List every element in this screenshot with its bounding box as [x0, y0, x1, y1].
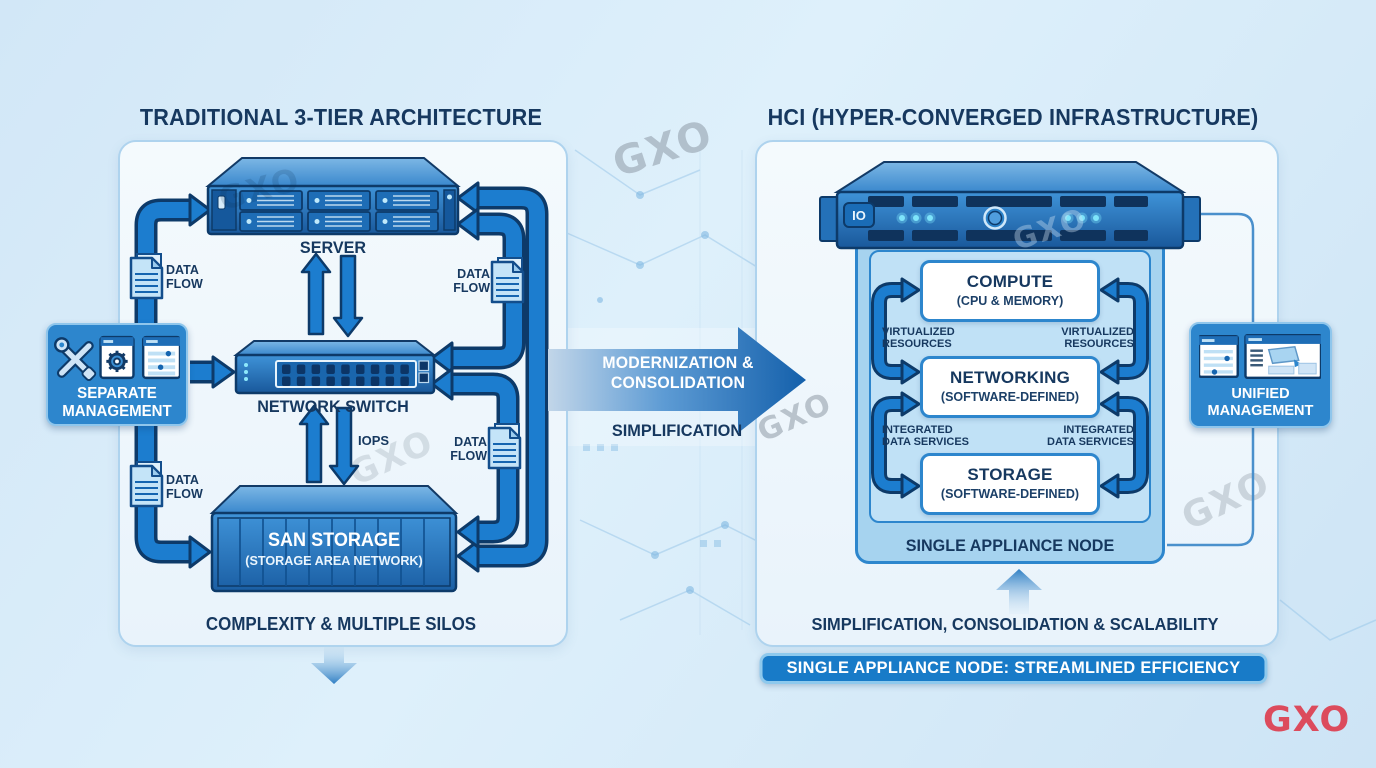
hci-loop-arrows [871, 277, 1149, 499]
right-title: HCI (HYPER-CONVERGED INFRASTRUCTURE) [767, 104, 1259, 130]
unified-management-label: UNIFIED MANAGEMENT [1207, 385, 1314, 419]
storage-title: STORAGE [967, 465, 1053, 484]
networking-title: NETWORKING [949, 368, 1071, 387]
virtualized-resources-label-right: VIRTUALIZED RESOURCES [1061, 326, 1134, 350]
single-appliance-node-label: SINGLE APPLIANCE NODE [905, 536, 1115, 555]
pipe-management-to-server [134, 193, 212, 330]
modernization-arrow [548, 327, 806, 433]
appliance-vents [868, 196, 1148, 241]
efficiency-banner-text: SINGLE APPLIANCE NODE: STREAMLINED EFFIC… [786, 659, 1241, 677]
right-footer: SIMPLIFICATION, CONSOLIDATION & SCALABIL… [811, 614, 1219, 634]
separate-management-label: SEPARATE MANAGEMENT [62, 385, 172, 420]
iops-label: IOPS [358, 433, 390, 448]
pipe-management-to-san [134, 420, 212, 569]
server-illustration [205, 157, 461, 236]
switch-label: NETWORK SWITCH [257, 397, 409, 416]
data-flow-document-icon [487, 422, 522, 470]
integrated-data-services-label-left: INTEGRATED DATA SERVICES [882, 424, 969, 448]
compute-subtitle: (CPU & MEMORY) [956, 294, 1064, 308]
simplification-up-arrow [996, 569, 1042, 614]
hci-appliance-illustration: IO [819, 161, 1201, 250]
storage-box: STORAGE (SOFTWARE-DEFINED) [920, 453, 1100, 515]
compute-box: COMPUTE (CPU & MEMORY) [920, 260, 1100, 322]
settings-window-icon [141, 335, 180, 380]
data-flow-document-icon [490, 256, 525, 304]
san-subtitle: (STORAGE AREA NETWORK) [245, 553, 423, 568]
efficiency-banner: SINGLE APPLIANCE NODE: STREAMLINED EFFIC… [759, 653, 1268, 684]
compute-title: COMPUTE [966, 272, 1054, 291]
appliance-logo-text: IO [852, 208, 866, 223]
networking-subtitle: (SOFTWARE-DEFINED) [940, 390, 1080, 404]
san-storage-illustration [209, 485, 459, 593]
arrow-san-to-switch-up [298, 404, 330, 484]
virtualized-resources-label-left: VIRTUALIZED RESOURCES [882, 326, 955, 350]
pipe-server-to-san-outer [456, 181, 549, 573]
tools-icon [54, 337, 97, 381]
separate-management-icons [54, 335, 180, 381]
arrow-management-to-switch [190, 355, 236, 389]
server-drive-bays [239, 190, 439, 232]
san-title: SAN STORAGE [267, 530, 401, 551]
left-footer: COMPLEXITY & MULTIPLE SILOS [205, 614, 477, 634]
server-label: SERVER [299, 238, 367, 257]
data-flow-label: DATA FLOW [166, 263, 203, 291]
data-flow-document-icon [129, 460, 164, 508]
complexity-down-arrow [311, 645, 357, 684]
left-title: TRADITIONAL 3-TIER ARCHITECTURE [139, 104, 543, 130]
data-flow-document-icon [129, 252, 164, 300]
unified-management-icons [1199, 334, 1321, 379]
gxo-logo: GXO [1263, 700, 1351, 740]
dashboard-window-icon [1244, 334, 1321, 379]
storage-subtitle: (SOFTWARE-DEFINED) [940, 487, 1080, 501]
data-flow-label: DATA FLOW [166, 473, 203, 501]
switch-ports [282, 364, 409, 386]
simplification-label: SIMPLIFICATION [611, 421, 743, 440]
arrow-server-to-switch-down [332, 254, 364, 338]
appliance-led-lights [896, 212, 1102, 224]
arrow-switch-to-server-up [300, 252, 332, 336]
integrated-data-services-label-right: INTEGRATED DATA SERVICES [1047, 424, 1134, 448]
network-switch-illustration [233, 340, 437, 395]
arrow-switch-to-san-down [328, 406, 360, 486]
appliance-logo-badge [843, 202, 875, 228]
gear-window-icon [99, 335, 135, 380]
modernization-arrow-label: MODERNIZATION & CONSOLIDATION [602, 354, 754, 392]
data-flow-label: DATA FLOW [450, 435, 487, 463]
networking-box: NETWORKING (SOFTWARE-DEFINED) [920, 356, 1100, 418]
data-flow-label: DATA FLOW [453, 267, 490, 295]
settings-window-icon [1199, 334, 1239, 379]
